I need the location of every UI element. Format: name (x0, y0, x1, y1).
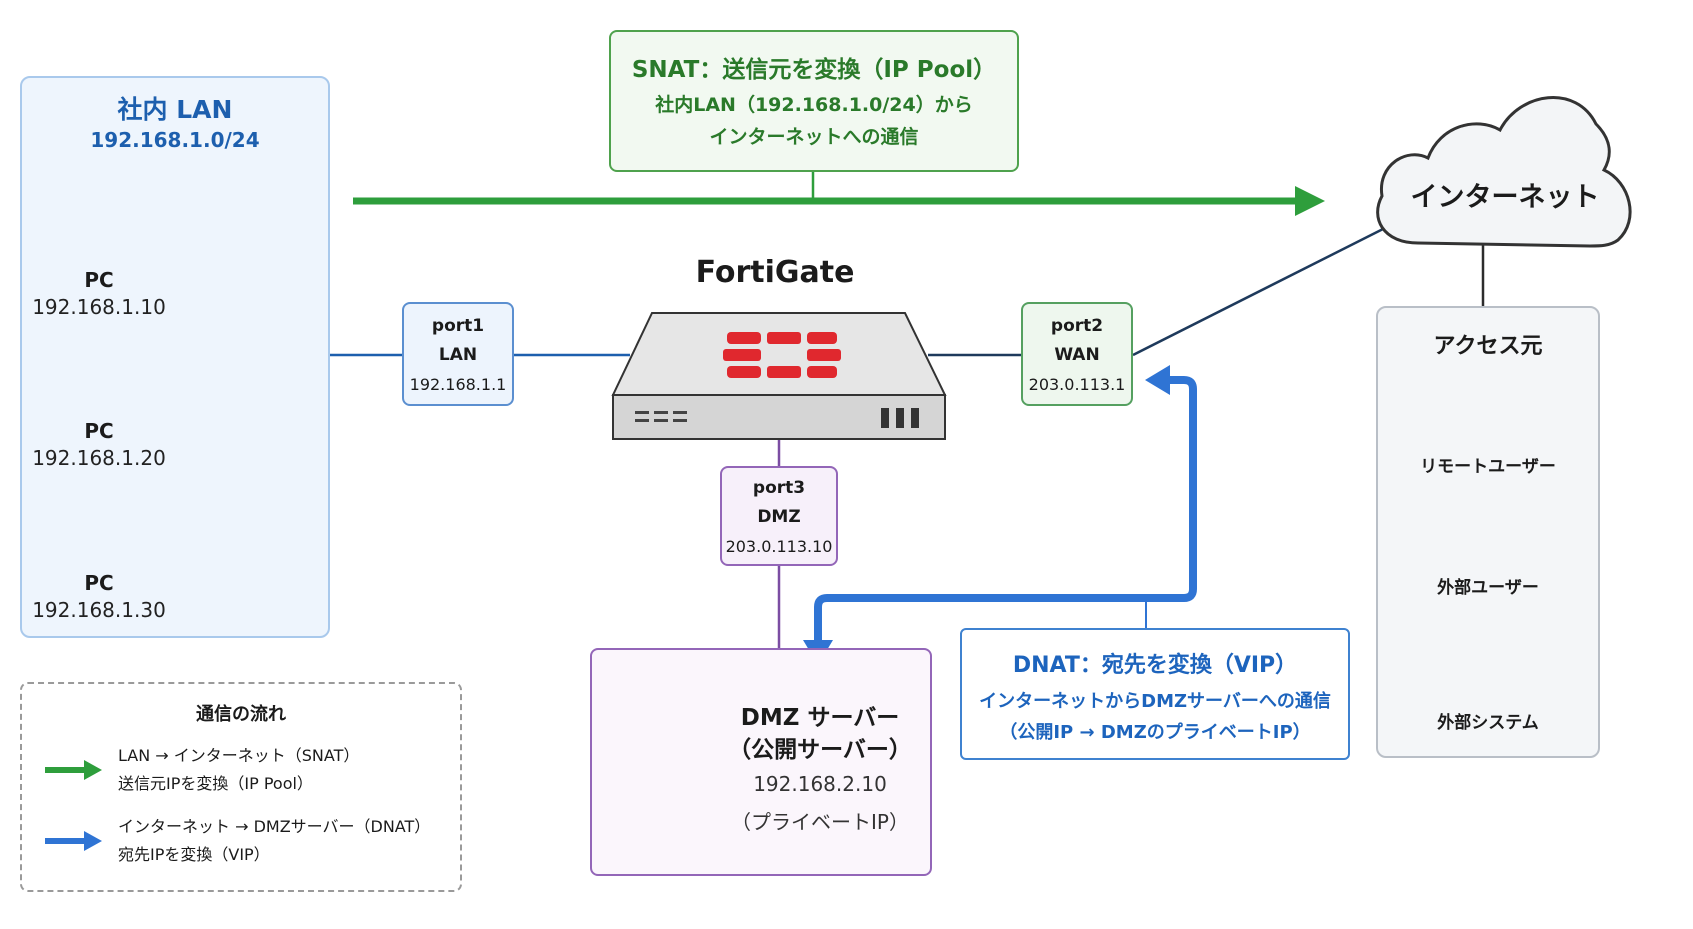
fortigate-vent-icon (635, 411, 687, 422)
dnat-description: （公開IP → DMZのプライベートIP） (999, 722, 1311, 743)
access-source-box (1376, 306, 1600, 758)
access-title: アクセス元 (1433, 334, 1543, 359)
port-role: DMZ (757, 507, 801, 527)
pc-ip: 192.168.1.20 (32, 446, 166, 470)
dnat-title: DNAT：宛先を変換（VIP） (1012, 653, 1298, 678)
snat-arrowhead (1295, 186, 1325, 216)
dmz-server-ip-note: （プライベートIP） (731, 810, 909, 834)
port-role: LAN (438, 345, 478, 365)
lan-title: 社内 LAN (117, 95, 233, 124)
snat-title: SNAT：送信元を変換（IP Pool） (631, 57, 997, 83)
port3-box: port3 DMZ 203.0.113.10 (720, 466, 838, 566)
fortigate-label: FortiGate (695, 255, 855, 290)
port-name: port2 (1050, 316, 1104, 336)
pc-label: PC (84, 571, 114, 595)
snat-box (609, 30, 1019, 172)
port-ip: 203.0.113.1 (1028, 375, 1126, 394)
internet-label: インターネット (1410, 182, 1600, 213)
snat-description: 社内LAN（192.168.1.0/24）から (655, 94, 973, 116)
port-role: WAN (1054, 345, 1100, 365)
legend-dnat-label: インターネット → DMZサーバー（DNAT） (118, 817, 431, 836)
dmz-server-subtitle: （公開サーバー） (728, 737, 912, 763)
fortigate-ports-icon (881, 408, 919, 428)
port2-box: port2 WAN 203.0.113.1 (1021, 302, 1133, 406)
access-item-label: 外部システム (1437, 713, 1539, 733)
pc-label: PC (84, 419, 114, 443)
fortigate-appliance (611, 312, 947, 440)
dnat-flow-arrow (814, 376, 1197, 652)
access-item-label: 外部ユーザー (1437, 578, 1539, 598)
pc-ip: 192.168.1.30 (32, 598, 166, 622)
port-name: port1 (431, 316, 485, 336)
dmz-server-title: DMZ サーバー (740, 705, 900, 731)
legend-snat-label: LAN → インターネット（SNAT） (118, 746, 360, 765)
legend-box (20, 682, 462, 892)
lan-subnet: 192.168.1.0/24 (90, 128, 260, 152)
snat-description: インターネットへの通信 (709, 126, 919, 148)
lan-panel (20, 76, 330, 638)
dnat-box (960, 628, 1350, 760)
dnat-arrowhead-wan (1145, 365, 1170, 395)
legend-dnat-arrow (45, 831, 102, 851)
dmz-server-ip: 192.168.2.10 (753, 772, 887, 796)
legend-snat-desc: 送信元IPを変換（IP Pool） (118, 774, 313, 793)
pc-label: PC (84, 268, 114, 292)
legend-title: 通信の流れ (196, 704, 286, 725)
legend-snat-arrow (45, 760, 102, 780)
port2-to-internet-link (1132, 226, 1386, 357)
access-item-label: リモートユーザー (1420, 457, 1556, 477)
dnat-description: インターネットからDMZサーバーへの通信 (979, 691, 1331, 712)
port-name: port3 (752, 478, 806, 498)
dmz-server-box (590, 648, 932, 876)
pc-ip: 192.168.1.10 (32, 295, 166, 319)
internet-cloud-icon (1376, 96, 1632, 248)
port-ip: 203.0.113.10 (725, 537, 833, 556)
fortinet-logo-icon (723, 332, 841, 378)
legend-dnat-desc: 宛先IPを変換（VIP） (118, 845, 270, 864)
port1-box: port1 LAN 192.168.1.1 (402, 302, 514, 406)
port-ip: 192.168.1.1 (409, 375, 507, 394)
